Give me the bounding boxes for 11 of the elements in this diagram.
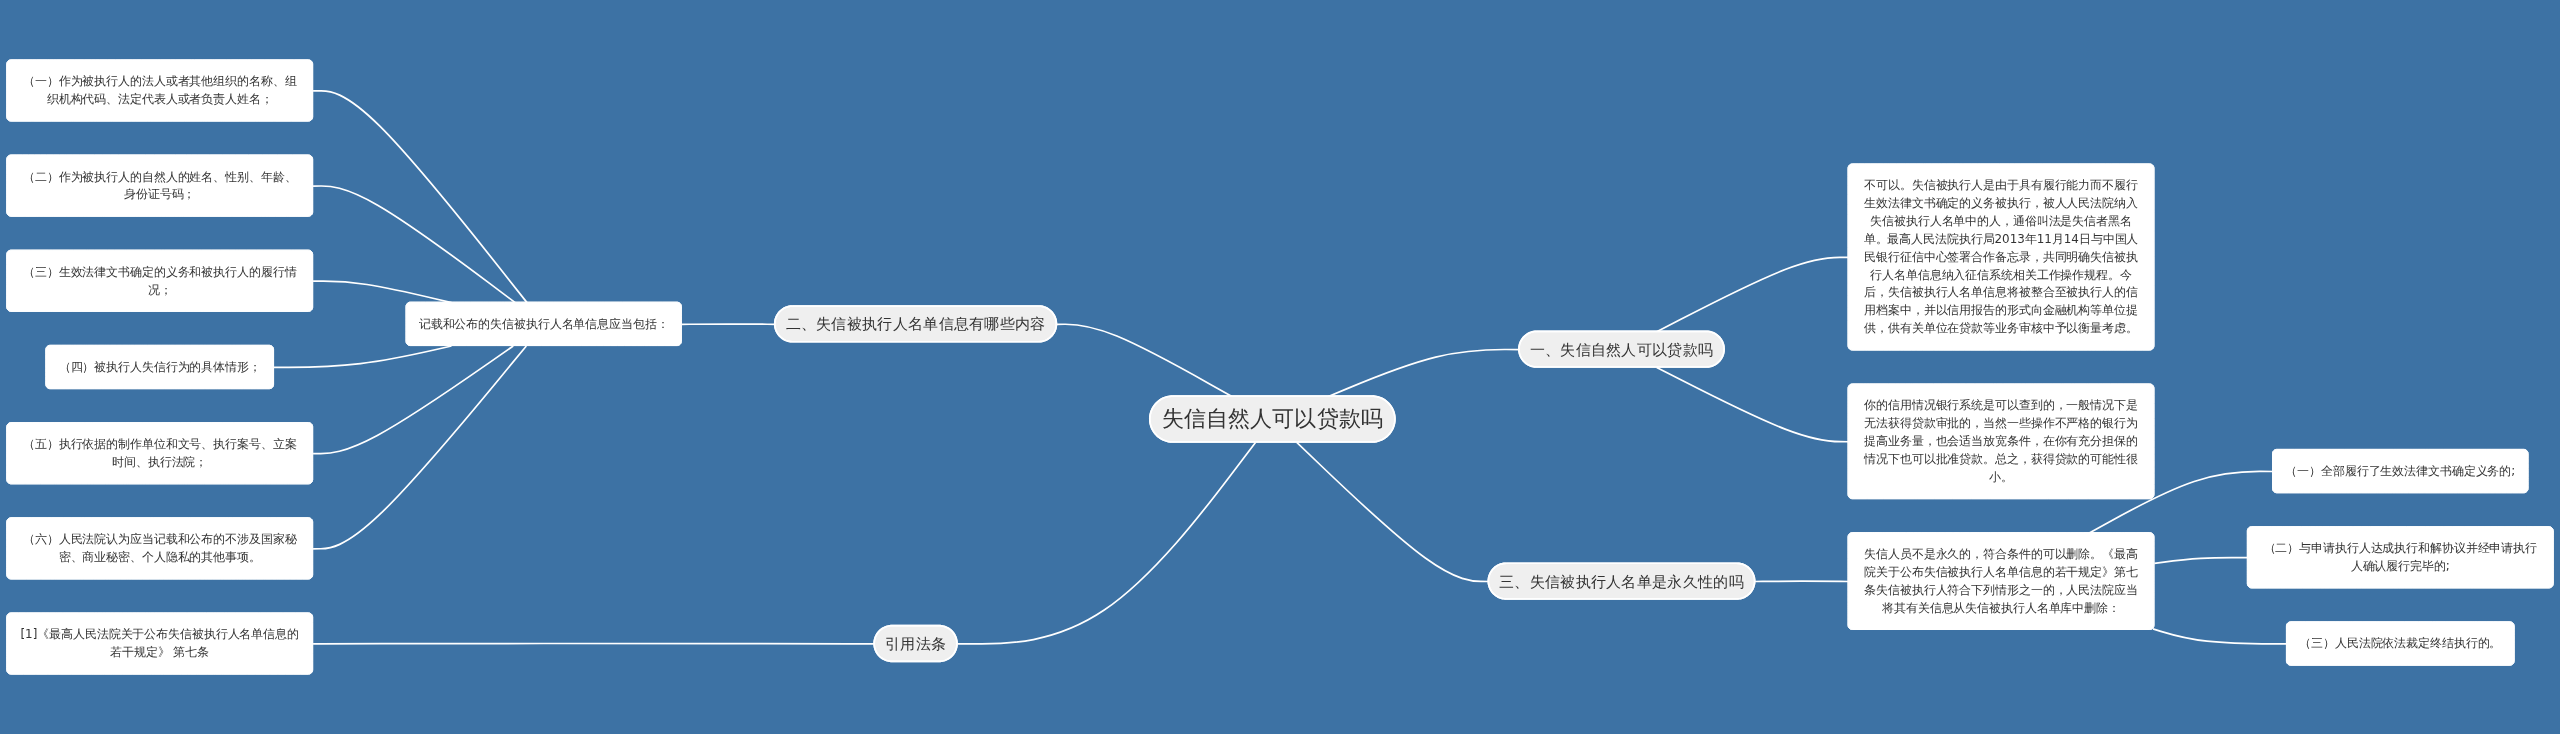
connector <box>312 345 528 550</box>
connector <box>1655 366 1850 443</box>
connector <box>2153 556 2249 565</box>
connector <box>956 441 1257 645</box>
connector <box>312 90 528 304</box>
connector <box>2152 628 2288 645</box>
connector <box>312 185 517 304</box>
connector <box>312 345 515 455</box>
connector <box>273 345 453 369</box>
connector <box>1754 580 1850 583</box>
connector <box>2088 470 2274 534</box>
